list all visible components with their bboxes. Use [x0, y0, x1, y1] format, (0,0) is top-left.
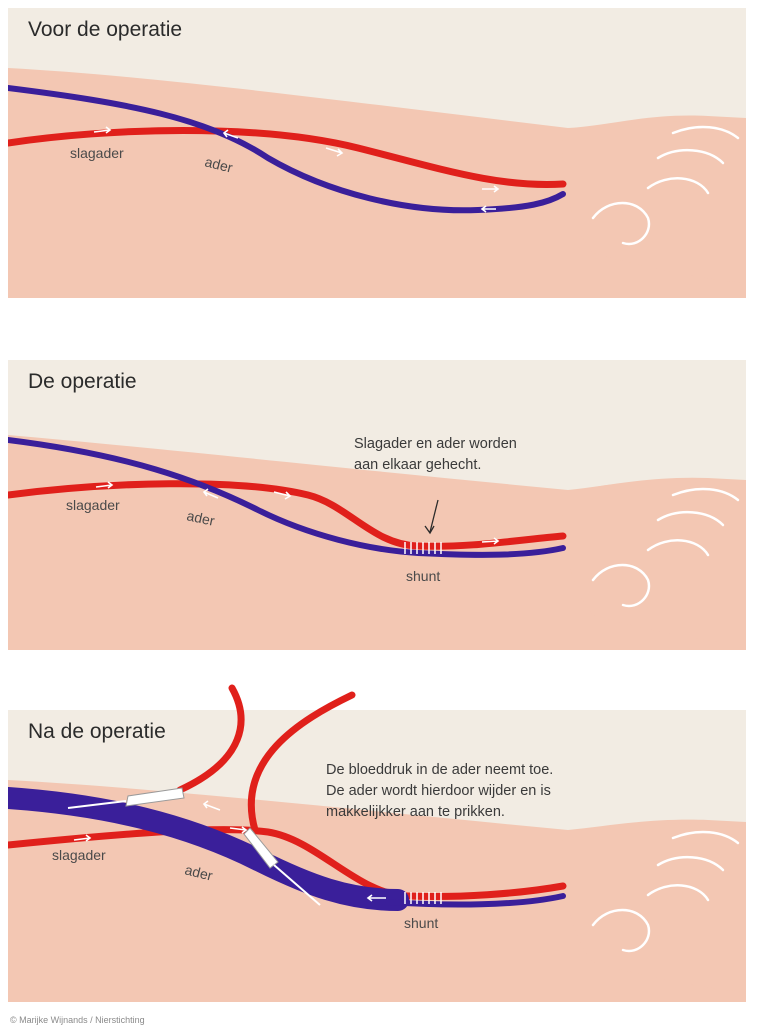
panel-before-operation: slagader ader Voor de operatie: [8, 8, 746, 298]
operation-note: Slagader en ader worden aan elkaar gehec…: [354, 434, 517, 476]
arm-illustration-after: slagader ader shunt: [8, 710, 746, 1002]
arm-illustration-before: slagader ader: [8, 8, 746, 298]
artery-label: slagader: [52, 847, 106, 863]
arm-illustration-operation: slagader ader shunt: [8, 360, 746, 650]
shunt-stitches: [405, 542, 441, 554]
artery-label: slagader: [66, 497, 120, 513]
panel-after-operation: slagader ader shunt Na de operatie De bl…: [8, 710, 746, 1002]
shunt-stitches: [405, 892, 441, 904]
shunt-label: shunt: [406, 568, 440, 584]
after-operation-note: De bloeddruk in de ader neemt toe. De ad…: [326, 760, 553, 823]
shunt-label: shunt: [404, 915, 438, 931]
image-credit: © Marijke Wijnands / Nierstichting: [10, 1015, 145, 1025]
panel-title: Voor de operatie: [28, 18, 182, 42]
panel-title: Na de operatie: [28, 720, 166, 744]
panel-title: De operatie: [28, 370, 137, 394]
artery-label: slagader: [70, 145, 124, 161]
panel-operation: slagader ader shunt De operatie Slagader…: [8, 360, 746, 650]
